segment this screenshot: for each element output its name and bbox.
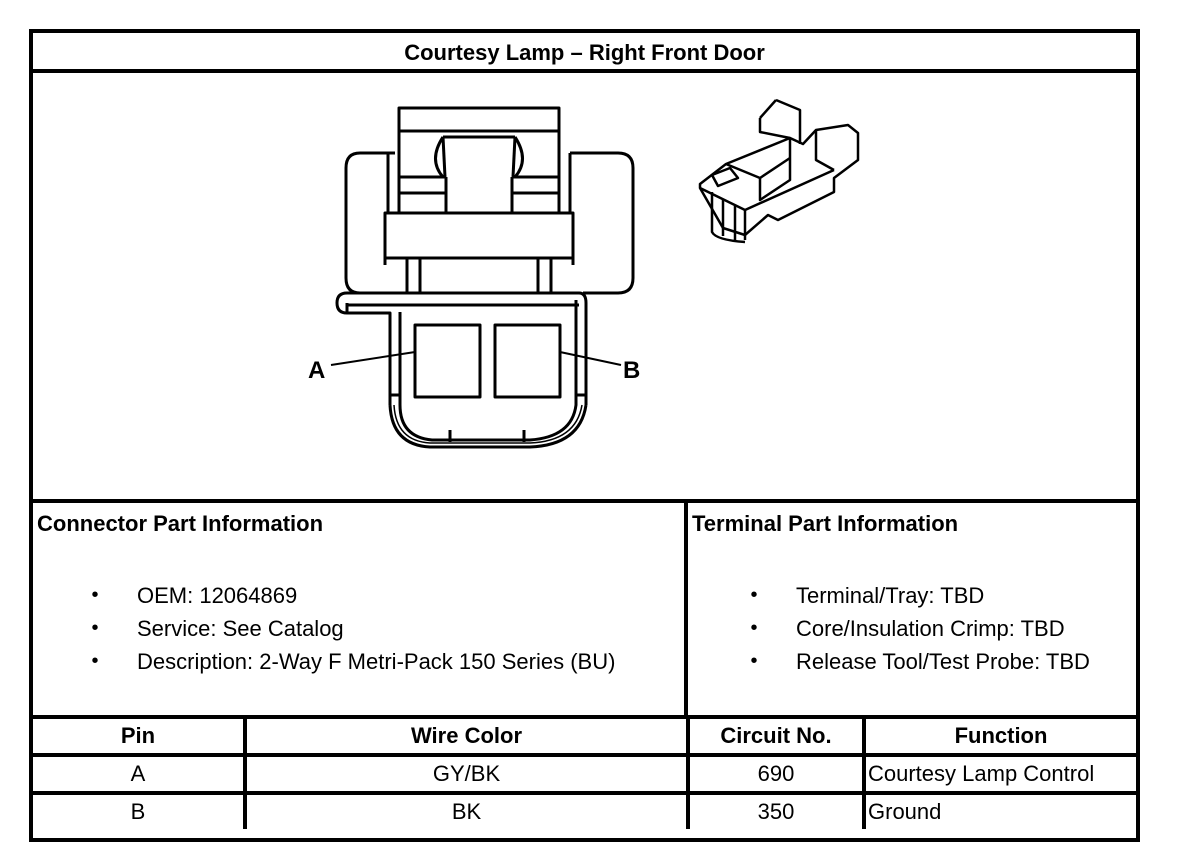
terminal-part-info: Terminal Part Information • Terminal/Tray… [688, 503, 1136, 715]
cell-wire-color: GY/BK [243, 753, 690, 795]
terminal-release-tool: Release Tool/Test Probe: TBD [796, 649, 1090, 674]
header-function: Function [862, 719, 1136, 757]
bullet-icon: • [91, 617, 99, 639]
header-circuit-no: Circuit No. [686, 719, 866, 757]
table-header-row: Pin Wire Color Circuit No. Function [33, 719, 1136, 757]
page-title: Courtesy Lamp – Right Front Door [33, 33, 1136, 73]
connector-oem: OEM: 12064869 [137, 583, 298, 608]
table-row: A GY/BK 690 Courtesy Lamp Control [33, 753, 1136, 795]
cell-wire-color: BK [243, 791, 690, 829]
connector-info-heading: Connector Part Information [37, 511, 324, 536]
cell-function: Courtesy Lamp Control [862, 753, 1136, 795]
pin-label-b: B [623, 357, 640, 384]
cell-function: Ground [862, 791, 1136, 829]
pin-label-a: A [308, 357, 325, 384]
bullet-icon: • [91, 650, 99, 672]
part-information-section: Connector Part Information • OEM: 1206486… [33, 503, 1136, 719]
header-pin: Pin [33, 719, 247, 757]
bullet-icon: • [91, 584, 99, 606]
cell-pin: A [33, 753, 247, 795]
pin-table: Pin Wire Color Circuit No. Function A GY… [33, 719, 1136, 829]
connector-face-icon [330, 106, 635, 449]
terminal-crimp: Core/Insulation Crimp: TBD [796, 616, 1065, 641]
bullet-icon: • [750, 650, 758, 672]
connector-iso-icon [698, 98, 860, 244]
bullet-icon: • [750, 617, 758, 639]
connector-part-info: Connector Part Information • OEM: 1206486… [33, 503, 688, 715]
header-wire-color: Wire Color [243, 719, 690, 757]
cell-circuit-no: 350 [686, 791, 866, 829]
connector-service: Service: See Catalog [137, 616, 344, 641]
terminal-info-heading: Terminal Part Information [692, 511, 959, 536]
connector-drawing-area: A B [33, 73, 1136, 503]
cell-pin: B [33, 791, 247, 829]
cell-circuit-no: 690 [686, 753, 866, 795]
bullet-icon: • [750, 584, 758, 606]
terminal-tray: Terminal/Tray: TBD [796, 583, 985, 608]
table-row: B BK 350 Ground [33, 791, 1136, 829]
connector-description: Description: 2-Way F Metri-Pack 150 Seri… [137, 649, 616, 674]
connector-document: Courtesy Lamp – Right Front Door [29, 29, 1140, 842]
